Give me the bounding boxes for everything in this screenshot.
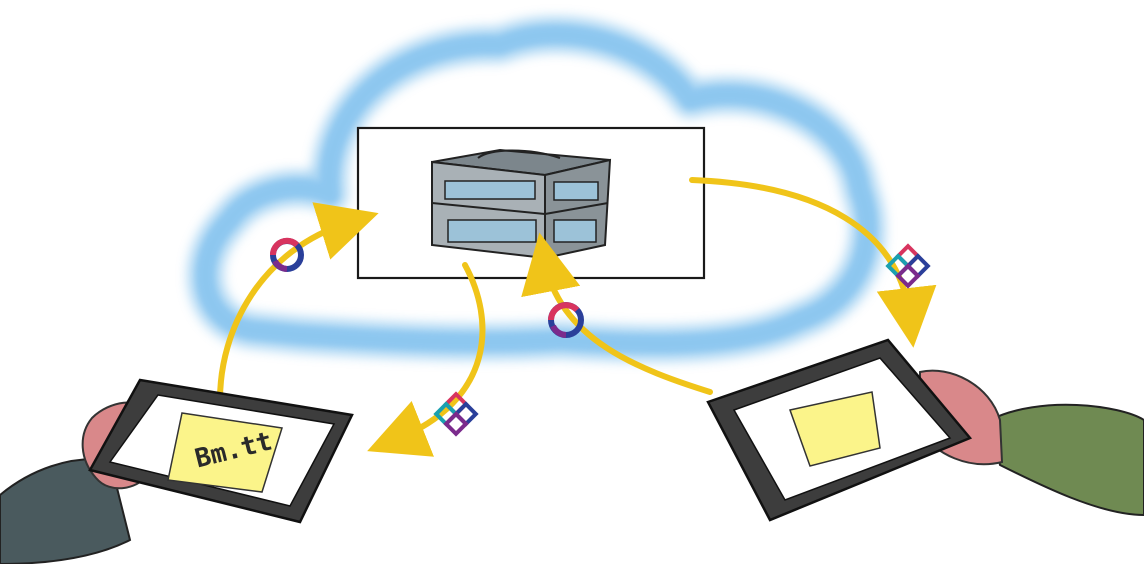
arrow-right-up — [521, 232, 713, 395]
left-tablet: Bm.tt — [88, 378, 354, 524]
arrow-right-down — [689, 177, 937, 348]
right-sticky-note — [789, 391, 881, 467]
cloud — [188, 17, 885, 361]
left-sticky-note: Bm.tt — [167, 412, 283, 493]
arrow-down-left — [367, 262, 486, 457]
sync-logo-icon — [269, 237, 304, 272]
sync-logo-icon — [548, 302, 584, 338]
interlocked-squares-logo-icon — [885, 243, 931, 289]
sync-arrows — [217, 177, 937, 457]
right-tablet — [706, 338, 973, 522]
arrow-left-up — [217, 202, 379, 403]
datacenter-building-icon — [431, 148, 612, 260]
interlocked-squares-logo-icon — [433, 391, 479, 437]
